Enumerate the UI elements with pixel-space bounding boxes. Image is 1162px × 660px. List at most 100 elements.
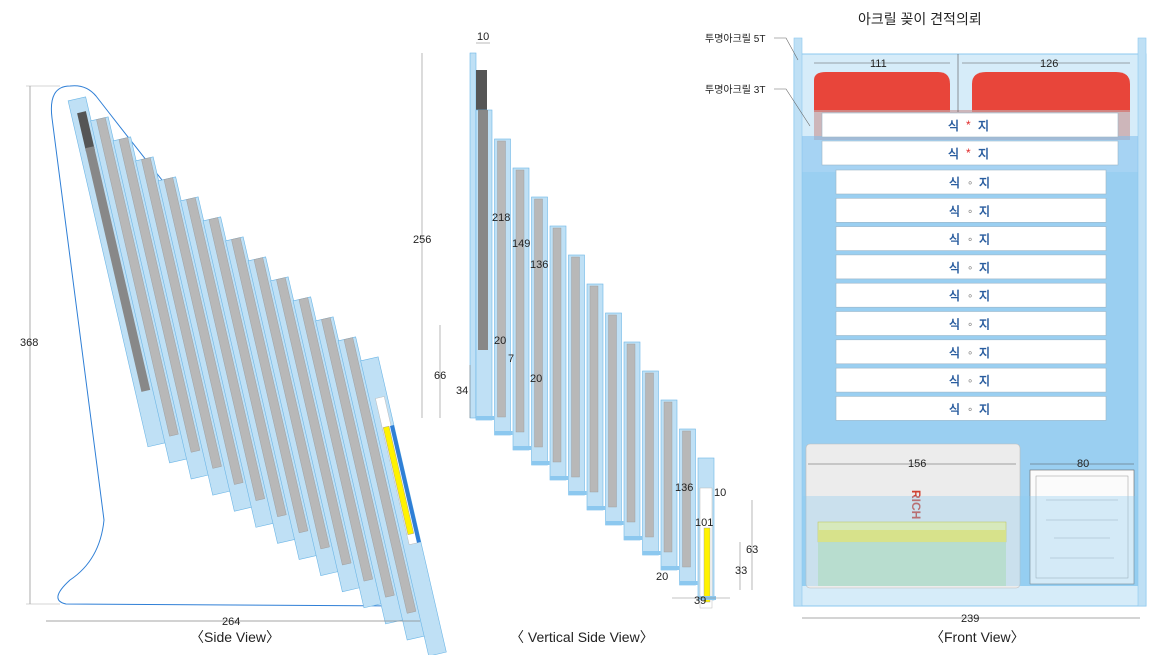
slot-label-suffix: 지: [978, 118, 989, 133]
vert-slot-13: [697, 457, 716, 609]
slot-label-prefix: 식: [949, 175, 960, 190]
vert-slot-4: [531, 196, 550, 466]
slot-label-mark: ∘: [967, 291, 973, 302]
front-slot-card-5: 식 ∘ 지: [835, 226, 1107, 251]
vert-slot-10: [642, 370, 661, 556]
slot-label-prefix: 식: [949, 401, 960, 416]
front-view-caption: 〈Front View〉: [930, 629, 1025, 645]
slot-label-suffix: 지: [979, 373, 990, 388]
dim-218: 218: [492, 212, 510, 224]
front-slot-card-9: 식 ∘ 지: [835, 339, 1107, 365]
slot-label-mark: ∘: [967, 348, 973, 359]
dim-136a: 136: [530, 259, 548, 271]
slot-label-suffix: 지: [979, 260, 990, 275]
slot-label-prefix: 식: [949, 232, 960, 247]
slot-label-suffix: 지: [979, 203, 990, 218]
front-slot-card-3: 식 ∘ 지: [835, 169, 1107, 195]
front-slot-cards: 식*지식*지식∘지식∘지식∘지식∘지식∘지식∘지식∘지식∘지식∘지: [821, 112, 1119, 421]
slot-label-prefix: 식: [949, 288, 960, 303]
slot-label-mark: *: [966, 146, 971, 160]
vert-slot-8: [605, 312, 624, 526]
slot-label-suffix: 지: [979, 232, 990, 247]
slot-label-mark: ∘: [967, 178, 973, 189]
side-height-dim: 368: [20, 337, 38, 349]
slot-label-prefix: 식: [948, 146, 959, 161]
vert-slot-3: [512, 167, 531, 451]
certificate-card: [1029, 469, 1135, 585]
slot-label-mark: ∘: [967, 263, 973, 274]
side-view-cards: [67, 96, 447, 657]
front-slot-card-1: 식 * 지: [821, 112, 1119, 138]
label-acrylic-3t: 투명아크릴 3T: [705, 83, 765, 96]
dim-20b: 20: [530, 373, 542, 385]
side-card-10: [270, 276, 361, 593]
side-width-dim: 264: [222, 616, 240, 628]
label-acrylic-5t: 투명아크릴 5T: [705, 32, 765, 45]
front-slot-card-8: 식 ∘ 지: [835, 311, 1107, 336]
svg-text:RICH: RICH: [909, 490, 923, 519]
vert-slot-2: [494, 138, 513, 436]
vert-slot-5: [549, 225, 568, 481]
dim-111: 111: [870, 58, 887, 70]
vert-slot-7: [586, 283, 605, 511]
front-view: 식*지식*지식∘지식∘지식∘지식∘지식∘지식∘지식∘지식∘지식∘지 RICH 1…: [705, 32, 1147, 645]
dim-66: 66: [434, 370, 446, 382]
dim-20a: 20: [494, 335, 506, 347]
vert-top-dark-card: [476, 70, 487, 112]
slot-label-suffix: 지: [979, 345, 990, 360]
slot-label-prefix: 식: [949, 317, 960, 332]
slot-label-mark: ∘: [967, 206, 973, 217]
slot-label-suffix: 지: [979, 175, 990, 190]
dim-20c: 20: [656, 571, 668, 583]
side-card-11: [292, 296, 382, 609]
dim-156: 156: [908, 458, 926, 470]
dim-33: 33: [735, 565, 747, 577]
side-card-14: [360, 356, 447, 657]
vertical-side-view: 10 256 218 149 136 20 7 20 66 34 136 101…: [413, 31, 758, 645]
slot-label-suffix: 지: [979, 317, 990, 332]
dim-63: 63: [746, 544, 758, 556]
slot-label-mark: ∘: [967, 235, 973, 246]
side-card-3: [112, 136, 210, 480]
side-card-1: [67, 96, 166, 448]
slot-label-prefix: 식: [948, 118, 959, 133]
slot-label-suffix: 지: [979, 288, 990, 303]
slot-label-mark: ∘: [967, 320, 973, 331]
dim-239: 239: [961, 613, 979, 625]
slot-label-mark: ∘: [967, 404, 973, 415]
dim-39: 39: [694, 595, 706, 607]
dim-136b: 136: [675, 482, 693, 494]
dim-10-top: 10: [477, 31, 489, 43]
slot-label-prefix: 식: [949, 373, 960, 388]
dim-34: 34: [456, 385, 468, 397]
front-slot-card-4: 식 ∘ 지: [835, 198, 1107, 223]
vert-slot-9: [623, 341, 642, 541]
dim-7: 7: [508, 353, 514, 365]
dim-149: 149: [512, 238, 530, 250]
page-title: 아크릴 꽂이 견적의뢰: [858, 11, 982, 27]
front-slot-card-7: 식 ∘ 지: [835, 282, 1107, 308]
slot-label-suffix: 지: [978, 146, 989, 161]
dim-10-bot: 10: [714, 487, 726, 499]
slot-label-prefix: 식: [949, 203, 960, 218]
dim-80: 80: [1077, 458, 1089, 470]
slot-label-prefix: 식: [949, 260, 960, 275]
red-envelope-left: [814, 72, 950, 112]
slot-label-suffix: 지: [979, 401, 990, 416]
vert-back-panel: [469, 52, 477, 419]
slot-label-prefix: 식: [949, 345, 960, 360]
front-slot-card-2: 식 * 지: [821, 140, 1119, 166]
side-card-13: [337, 336, 426, 641]
side-view-caption: 〈Side View〉: [190, 629, 280, 645]
vert-slot-6: [568, 254, 587, 496]
vert-slot-1: [475, 109, 494, 421]
side-card-2: [90, 116, 188, 464]
vertical-view-cards: [469, 52, 716, 609]
dim-126: 126: [1040, 58, 1058, 70]
front-slot-card-6: 식 ∘ 지: [835, 254, 1107, 280]
vert-slot-11: [660, 399, 679, 571]
dim-256: 256: [413, 234, 431, 246]
slot-label-mark: *: [966, 118, 971, 132]
front-slot-card-10: 식∘지: [835, 367, 1107, 393]
